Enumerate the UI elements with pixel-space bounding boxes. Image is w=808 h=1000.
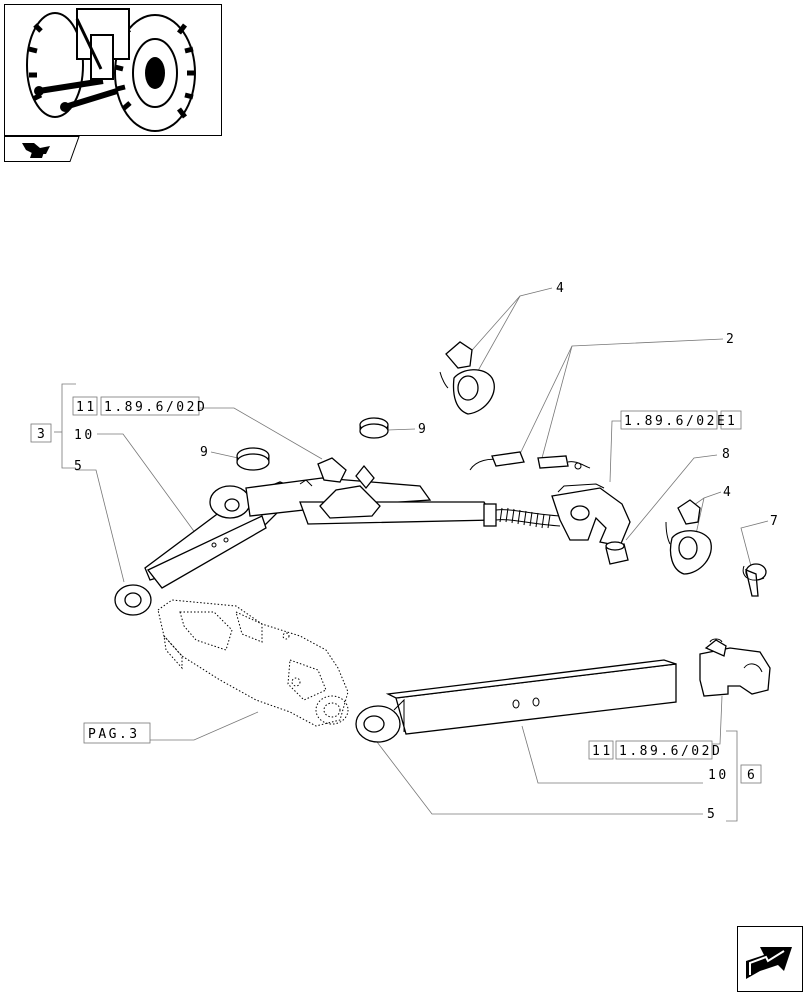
box-pag3 — [83, 722, 151, 744]
bushing-8 — [605, 541, 629, 565]
chain-part-2 — [469, 451, 591, 471]
callout-9-left: 9 — [200, 445, 208, 460]
box-11-bottom — [588, 740, 614, 760]
latch-hook-4-right — [665, 499, 712, 575]
box-11-top — [72, 396, 98, 416]
leader-lines — [54, 287, 769, 822]
binder-tab-icon — [4, 136, 80, 162]
callout-7: 7 — [770, 514, 778, 529]
box-ref-02d-bottom — [615, 740, 713, 760]
ref-pag-3[interactable]: PAG.3 — [88, 727, 140, 742]
clamp-9-left — [236, 447, 270, 471]
callout-4-top: 4 — [556, 281, 564, 296]
ref-1-89-6-02e[interactable]: 1.89.6/02E — [624, 414, 727, 429]
clamp-9-right — [359, 417, 389, 439]
box-3 — [30, 423, 52, 443]
quick-hitch-hook — [699, 638, 771, 697]
callout-5-bottom: 5 — [707, 807, 715, 822]
box-ref-02e — [620, 410, 718, 430]
callout-5-top: 5 — [74, 459, 82, 474]
next-page-arrow-icon — [746, 947, 792, 979]
callout-10-bottom: 10 — [708, 768, 729, 783]
ref-1-89-6-02d-bottom[interactable]: 1.89.6/02D — [619, 744, 722, 759]
top-link-turnbuckle — [209, 457, 561, 529]
callout-3: 3 — [37, 427, 45, 442]
box-1 — [720, 410, 742, 430]
callout-2: 2 — [726, 332, 734, 347]
top-link-hook — [551, 483, 631, 547]
frame-housing-pag3 — [157, 599, 349, 727]
ref-1-89-6-02d-top[interactable]: 1.89.6/02D — [104, 400, 207, 415]
callout-8: 8 — [722, 447, 730, 462]
box-ref-02d-top — [100, 396, 200, 416]
tractor-rear-thumbnail-icon — [26, 8, 196, 132]
callout-11-top: 11 — [76, 400, 97, 415]
callout-11-bottom: 11 — [592, 744, 613, 759]
callout-9-right: 9 — [418, 422, 426, 437]
box-6 — [740, 764, 762, 784]
callout-10-top: 10 — [74, 428, 95, 443]
binder-tab[interactable] — [4, 136, 80, 166]
lower-link-right — [355, 659, 677, 743]
pin-7 — [742, 563, 767, 597]
callout-1: 1 — [727, 414, 735, 429]
callout-6: 6 — [747, 768, 755, 783]
tractor-thumbnail[interactable] — [4, 4, 222, 136]
callout-4-right: 4 — [723, 485, 731, 500]
next-page-button[interactable] — [737, 926, 803, 992]
latch-hook-4-top — [439, 341, 495, 415]
